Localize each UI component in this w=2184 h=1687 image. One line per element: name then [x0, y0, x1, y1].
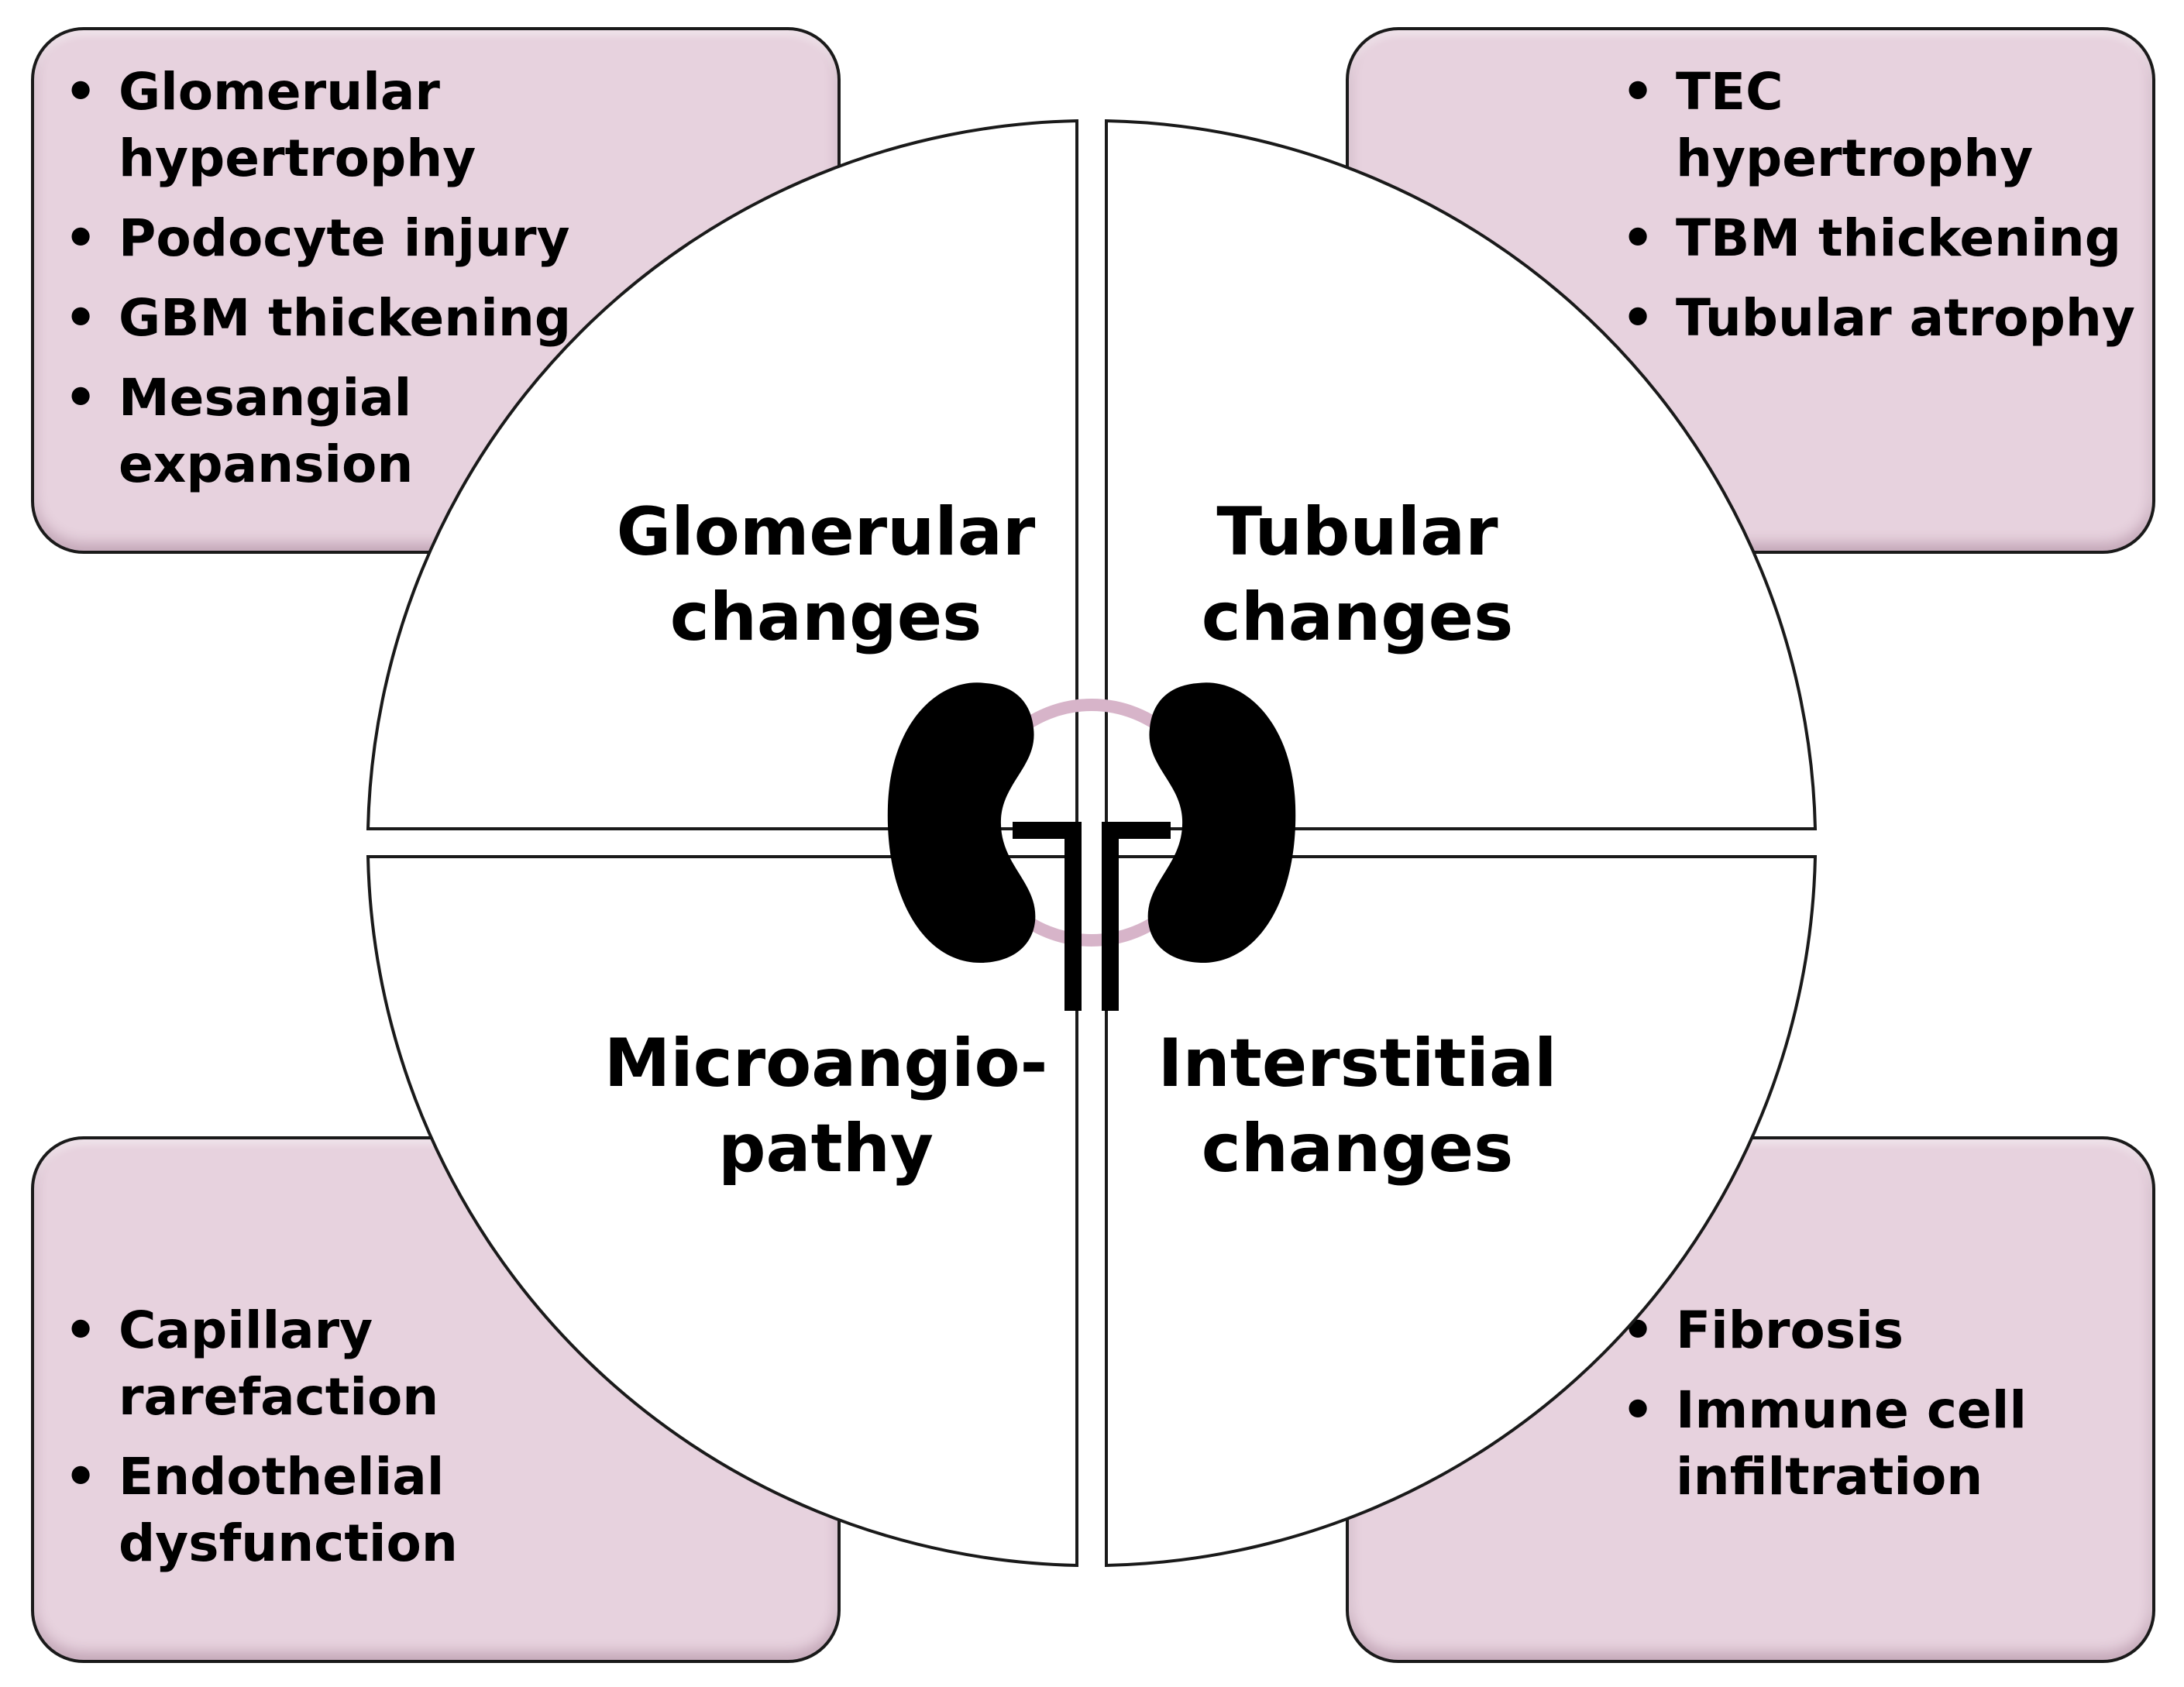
tubular-quadrant: [1105, 119, 1818, 830]
interstitial-quadrant: [1105, 855, 1818, 1568]
list-item: GBM thickening: [64, 285, 571, 352]
list-item: Podocyte injury: [64, 205, 571, 272]
right-ureter-shape: [1102, 822, 1171, 1011]
glomerular-quadrant: [366, 119, 1078, 830]
left-ureter-shape: [1013, 822, 1082, 1011]
list-item: TBM thickening: [1622, 205, 2135, 272]
microangiopathy-quadrant: [366, 855, 1078, 1568]
kidney-pair-icon: [887, 682, 1296, 1011]
right-kidney-shape: [1147, 682, 1296, 964]
tubular-changes-label: Tubular changes: [1201, 493, 1514, 656]
interstitial-changes-label: Interstitial changes: [1157, 1025, 1557, 1187]
microangiopathy-label: Microangio- pathy: [604, 1025, 1048, 1187]
glomerular-changes-label: Glomerular changes: [616, 493, 1036, 656]
list-item: Tubular atrophy: [1622, 285, 2135, 352]
left-kidney-shape: [887, 682, 1036, 964]
